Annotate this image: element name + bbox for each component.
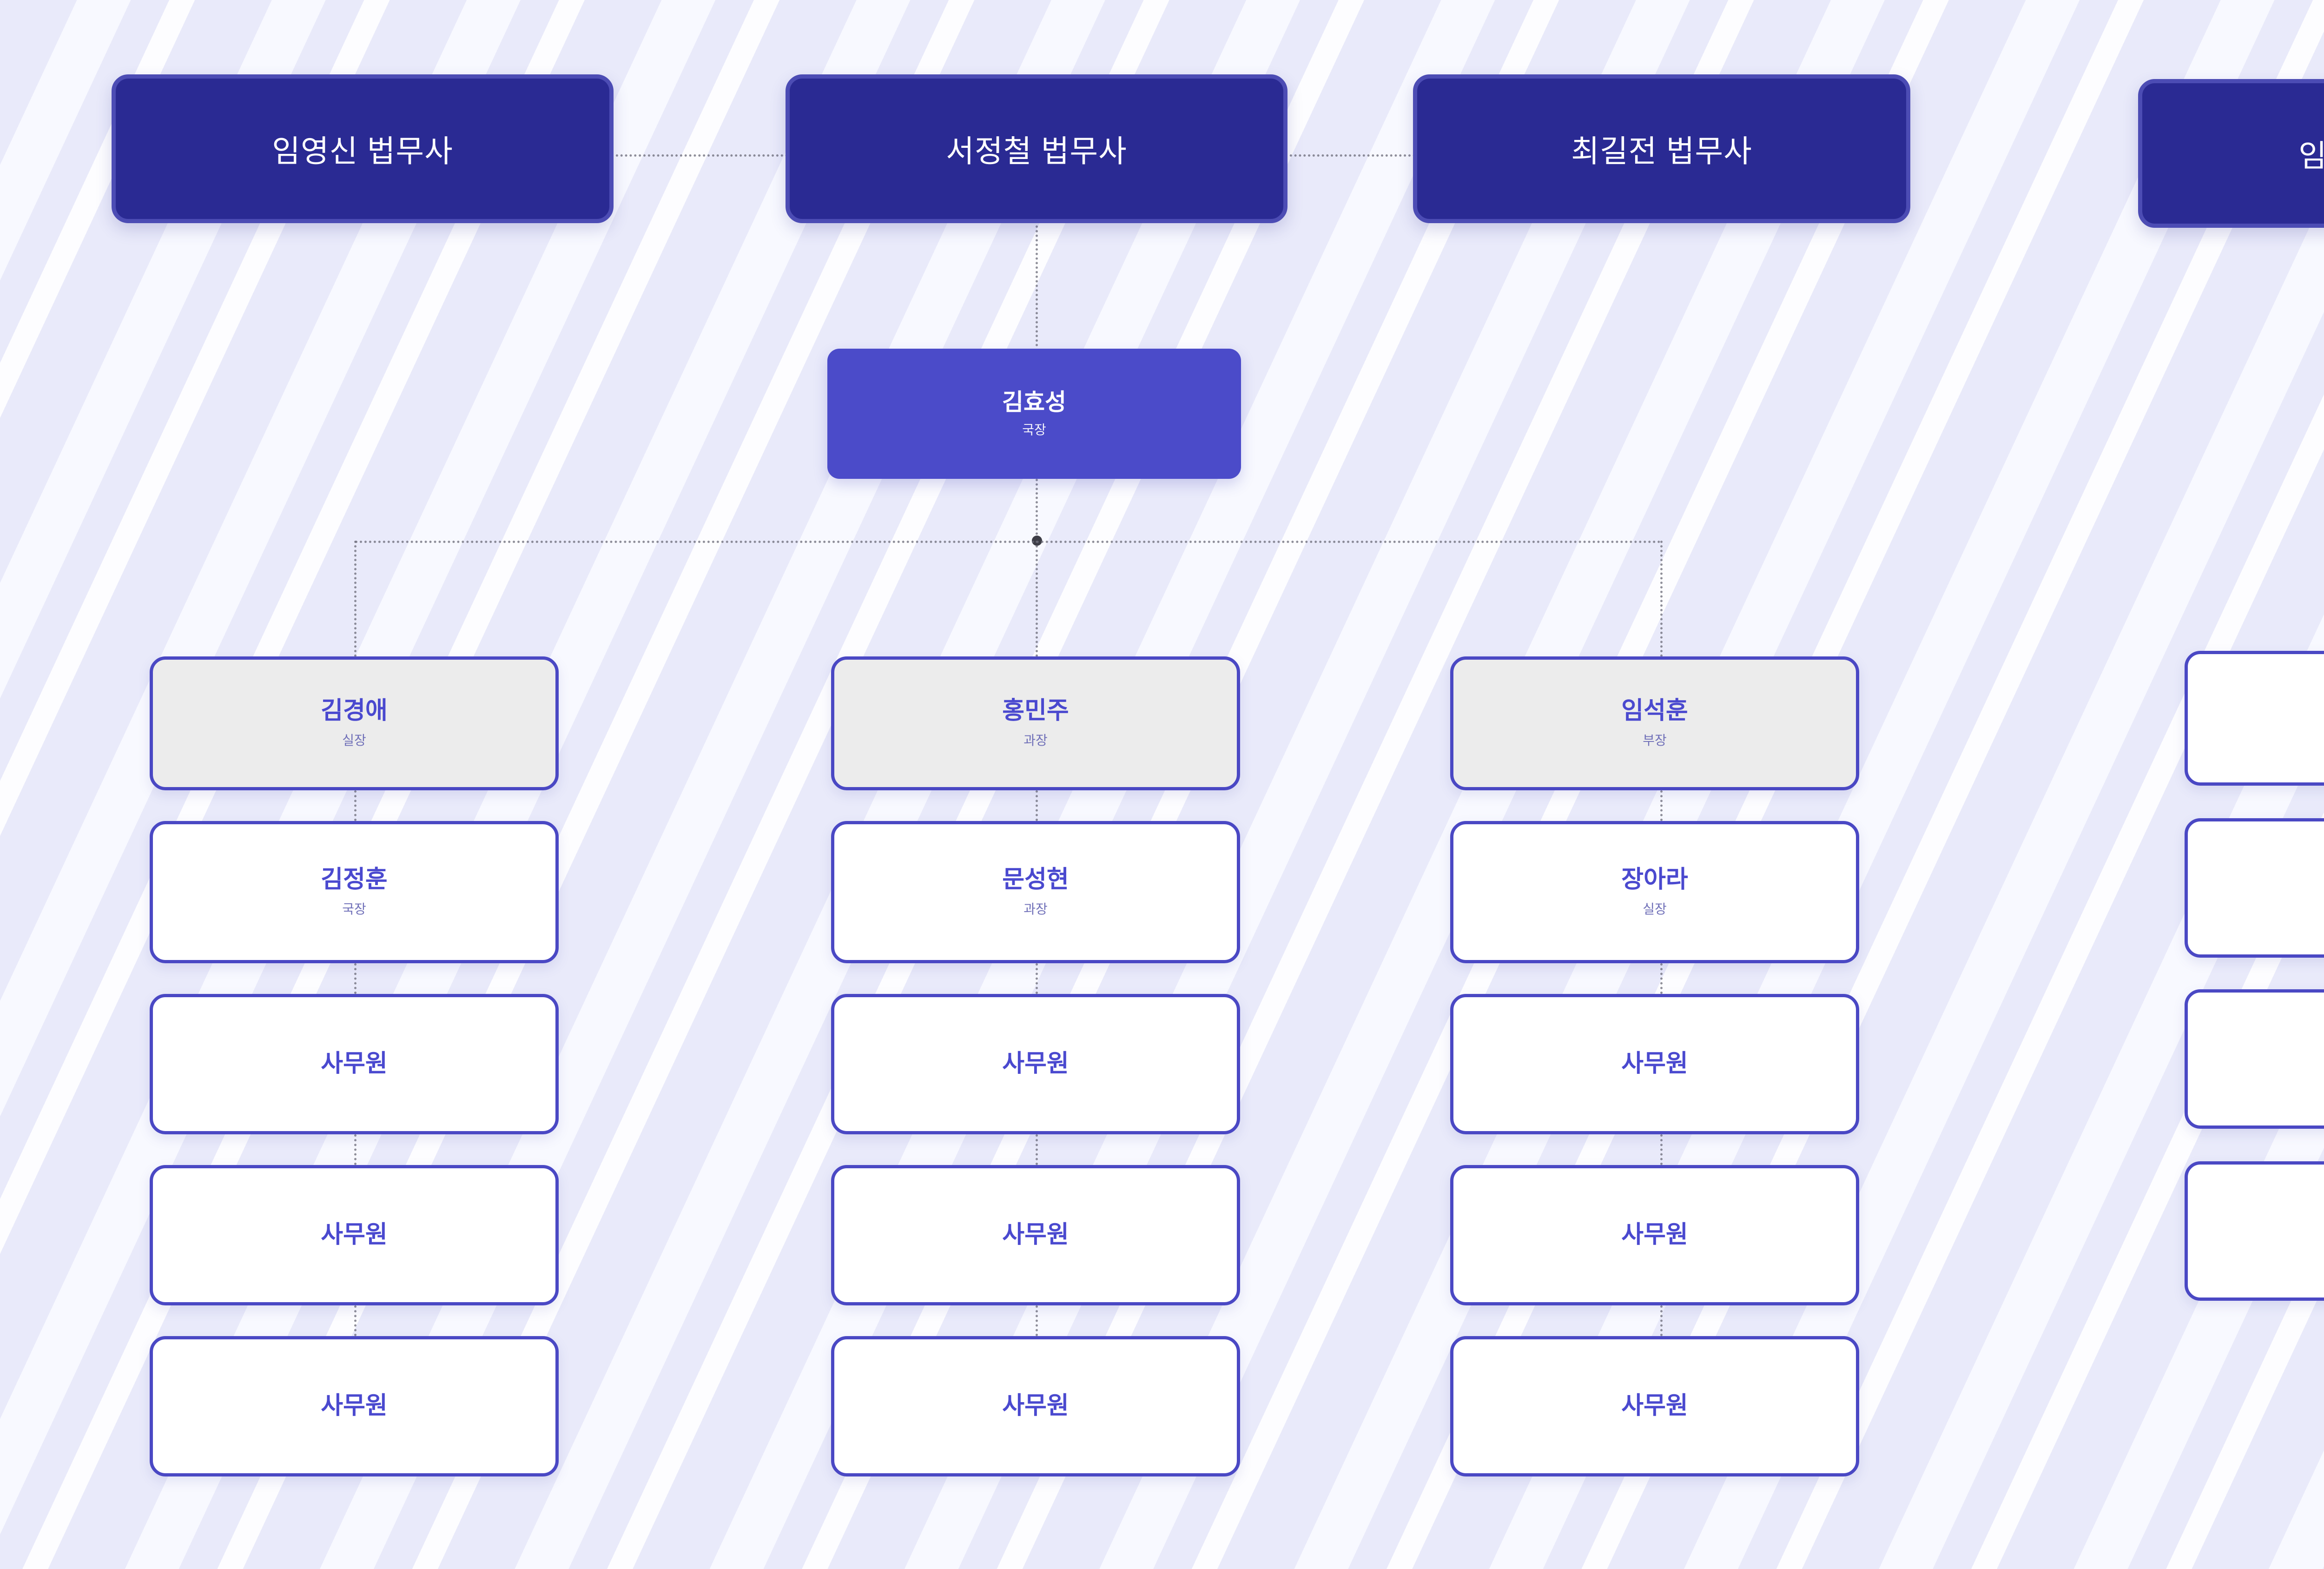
card-col4-jigwon-1[interactable]: 직원 (2185, 818, 2324, 958)
director-title: 국장 (1022, 422, 1046, 437)
connector-col3-1-2 (1660, 790, 1663, 821)
card-title: 과장 (1023, 733, 1048, 748)
card-name: 사무원 (1621, 1221, 1688, 1249)
director-name: 김효성 (1002, 389, 1066, 415)
connector-director-up (1036, 225, 1038, 346)
card-col2-samuwon-3[interactable]: 사무원 (831, 1336, 1240, 1476)
connector-top-row-right (1285, 154, 1415, 157)
connector-col1-2-3 (354, 963, 357, 994)
connector-col3-2-3 (1660, 963, 1663, 994)
card-col3-samuwon-2[interactable]: 사무원 (1450, 1165, 1859, 1305)
card-name: 김정훈 (321, 866, 388, 894)
card-col2-mun-seong-hyeon[interactable]: 문성현 과장 (831, 821, 1240, 963)
card-name: 사무원 (1002, 1392, 1069, 1420)
top-box-lim-young-sin-beopmusa[interactable]: 임영신 법무사 (112, 74, 614, 223)
connector-drop-col-3 (1660, 541, 1663, 657)
connector-top-row-left (611, 154, 788, 157)
top-box-seo-jeong-cheol-beopmusa[interactable]: 서정철 법무사 (786, 74, 1287, 223)
card-name: 김경애 (321, 697, 388, 725)
card-col4-gong-hui-seok[interactable]: 공희석 팀장 (2185, 651, 2324, 786)
connector-col2-4-5 (1036, 1305, 1038, 1336)
card-col1-samuwon-1[interactable]: 사무원 (150, 994, 559, 1134)
card-col1-samuwon-2[interactable]: 사무원 (150, 1165, 559, 1305)
connector-col2-1-2 (1036, 790, 1038, 821)
card-name: 사무원 (321, 1392, 388, 1420)
card-name: 사무원 (321, 1221, 388, 1249)
connector-col1-1-2 (354, 790, 357, 821)
connector-col3-4-5 (1660, 1305, 1663, 1336)
card-col3-jang-a-ra[interactable]: 장아라 실장 (1450, 821, 1859, 963)
card-name: 사무원 (1002, 1050, 1069, 1078)
card-title: 부장 (1643, 733, 1667, 748)
connector-col3-3-4 (1660, 1134, 1663, 1165)
card-title: 실장 (1643, 901, 1667, 916)
connector-distribution-bar (355, 541, 1661, 543)
connector-col1-3-4 (354, 1134, 357, 1165)
connector-col2-3-4 (1036, 1134, 1038, 1165)
card-col4-jigwon-2[interactable]: 직원 (2185, 989, 2324, 1129)
card-col1-samuwon-3[interactable]: 사무원 (150, 1336, 559, 1476)
card-name: 문성현 (1002, 866, 1069, 894)
card-col1-kim-gyeong-ae[interactable]: 김경애 실장 (150, 656, 559, 790)
card-col3-samuwon-3[interactable]: 사무원 (1450, 1336, 1859, 1476)
top-box-choi-gil-jeon-beopmusa[interactable]: 최길전 법무사 (1413, 74, 1910, 223)
card-name: 장아라 (1621, 866, 1688, 894)
card-col2-samuwon-1[interactable]: 사무원 (831, 994, 1240, 1134)
card-title: 과장 (1023, 901, 1048, 916)
card-col2-samuwon-2[interactable]: 사무원 (831, 1165, 1240, 1305)
director-card-kim-hyo-seong[interactable]: 김효성 국장 (827, 349, 1241, 479)
card-col4-jigwon-3[interactable]: 직원 (2185, 1161, 2324, 1301)
connector-col1-4-5 (354, 1305, 357, 1336)
card-name: 임석훈 (1621, 697, 1688, 725)
card-name: 사무원 (1621, 1392, 1688, 1420)
card-col3-im-seok-hun[interactable]: 임석훈 부장 (1450, 656, 1859, 790)
card-name: 사무원 (1002, 1221, 1069, 1249)
card-title: 국장 (342, 901, 366, 916)
top-box-lim-young-sin-haengjeongsa[interactable]: 임영신 행정사 (2138, 79, 2324, 228)
card-col1-kim-jeong-hun[interactable]: 김정훈 국장 (150, 821, 559, 963)
card-name: 홍민주 (1002, 697, 1069, 725)
connector-col2-2-3 (1036, 963, 1038, 994)
card-col2-hong-min-ju[interactable]: 홍민주 과장 (831, 656, 1240, 790)
card-name: 사무원 (1621, 1050, 1688, 1078)
card-name: 사무원 (321, 1050, 388, 1078)
connector-director-down (1036, 479, 1038, 539)
card-title: 실장 (342, 733, 366, 748)
connector-drop-col-1 (354, 541, 357, 657)
card-col3-samuwon-1[interactable]: 사무원 (1450, 994, 1859, 1134)
connector-drop-col-2 (1036, 541, 1038, 657)
